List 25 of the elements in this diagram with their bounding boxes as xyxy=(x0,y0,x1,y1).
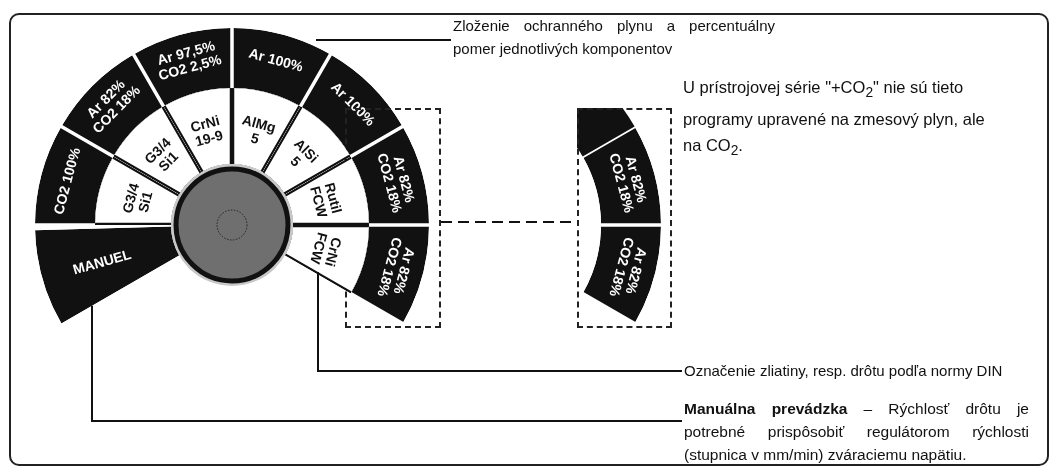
segment-label: Ar 82% CO2 18% xyxy=(374,235,420,301)
segment-label: AlSi 5 xyxy=(286,134,323,172)
dial-segment xyxy=(232,28,331,107)
segment-label: CO2 100% xyxy=(50,145,83,216)
annotation-text: Zloženie ochranného plynu a percentuálny pomer jednotlivých komponentov xyxy=(453,16,775,59)
dashed-highlight-box xyxy=(577,108,672,328)
leader-line xyxy=(315,39,452,41)
segment-label: AlMg 5 xyxy=(239,112,279,149)
segment-label: Ar 100% xyxy=(247,45,305,75)
segment-label: MANUEL xyxy=(71,246,133,277)
segment-label: CrNi 19-9 xyxy=(187,112,226,150)
segment-label: Ar 82% CO2 18% xyxy=(606,235,652,301)
annotation-text: U prístrojovej série "+CO$_{2}$" nie sú tieto programy upravené na zmesový plyn, ale na CO$_{2}$. xyxy=(683,77,986,161)
segment-label: Ar 82% CO2 18% xyxy=(374,150,420,216)
annotation-text: Označenie zliatiny, resp. drôtu podľa normy DIN xyxy=(684,361,1004,381)
leader-line xyxy=(91,304,683,422)
annotation-text: Manuálna prevádzka – Rýchlosť drôtu je potrebné prispôsobiť regulátorom rýchlosti (stupnica v mm/min) zváraciemu napätiu. xyxy=(684,399,1029,465)
segment-label: Ar 97,5% CO2 2,5% xyxy=(154,36,224,83)
dial-segment xyxy=(582,225,661,324)
segment-label: CrNi FCW xyxy=(306,229,345,271)
dial-segment xyxy=(284,225,369,294)
leader-line xyxy=(317,271,683,372)
segment-label: Rutil FCW xyxy=(306,179,345,222)
segment-label: Ar 82% CO2 18% xyxy=(606,150,652,216)
segment-label: G3/4 Si1 xyxy=(119,180,157,217)
